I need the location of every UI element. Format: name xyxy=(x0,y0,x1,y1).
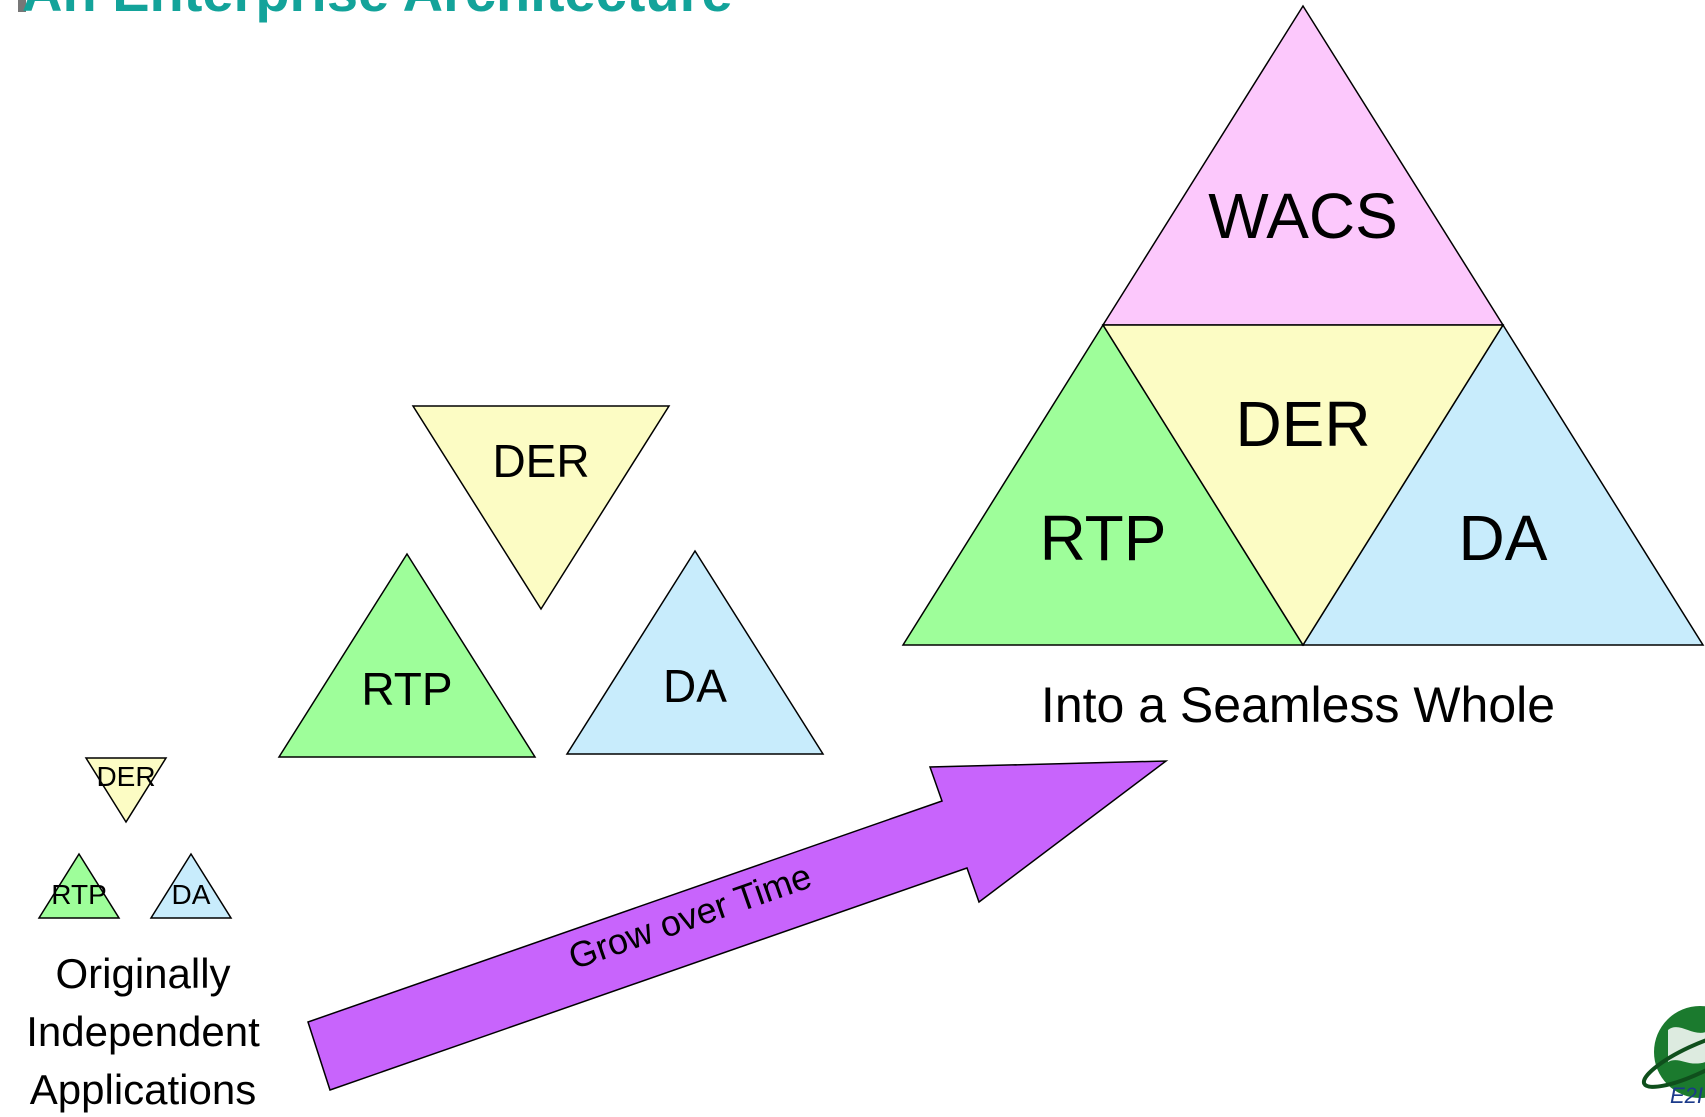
small-der-triangle xyxy=(84,757,168,824)
page-title: An Enterprise Architecture xyxy=(22,0,733,20)
large-wacs-label: WACS xyxy=(1208,180,1398,252)
large-wacs-triangle xyxy=(1101,4,1505,326)
small-rtp-triangle xyxy=(37,852,121,919)
small-rtp-label: RTP xyxy=(51,879,107,910)
medium-der-label: DER xyxy=(492,435,589,487)
title-accent-bar xyxy=(18,0,26,12)
small-caption-line1: Originally xyxy=(55,950,230,997)
medium-rtp-triangle xyxy=(277,552,537,758)
small-caption-line3: Applications xyxy=(30,1066,256,1113)
small-da-triangle xyxy=(149,852,233,919)
globe-logo-icon: E2I xyxy=(1641,1006,1705,1108)
large-caption: Into a Seamless Whole xyxy=(1041,677,1555,733)
svg-text:E2I: E2I xyxy=(1670,1083,1703,1108)
growth-arrow: Grow over Time xyxy=(307,760,1169,1091)
medium-rtp-label: RTP xyxy=(361,663,452,715)
small-group: DER RTP DA Originally Independent Applic… xyxy=(26,757,260,1113)
large-der-triangle xyxy=(1101,324,1505,647)
large-group: WACS DER RTP DA Into a Seamless Whole xyxy=(901,4,1705,733)
medium-da-label: DA xyxy=(663,660,727,712)
small-der-label: DER xyxy=(96,761,155,792)
large-da-label: DA xyxy=(1459,502,1548,574)
medium-group: DER RTP DA xyxy=(277,405,825,758)
small-caption-line2: Independent xyxy=(26,1008,260,1055)
large-der-label: DER xyxy=(1235,388,1370,460)
medium-da-triangle xyxy=(565,549,825,755)
large-rtp-label: RTP xyxy=(1040,502,1167,574)
small-da-label: DA xyxy=(172,879,211,910)
growth-arrow-shape xyxy=(307,760,1169,1091)
medium-der-triangle xyxy=(411,405,671,611)
